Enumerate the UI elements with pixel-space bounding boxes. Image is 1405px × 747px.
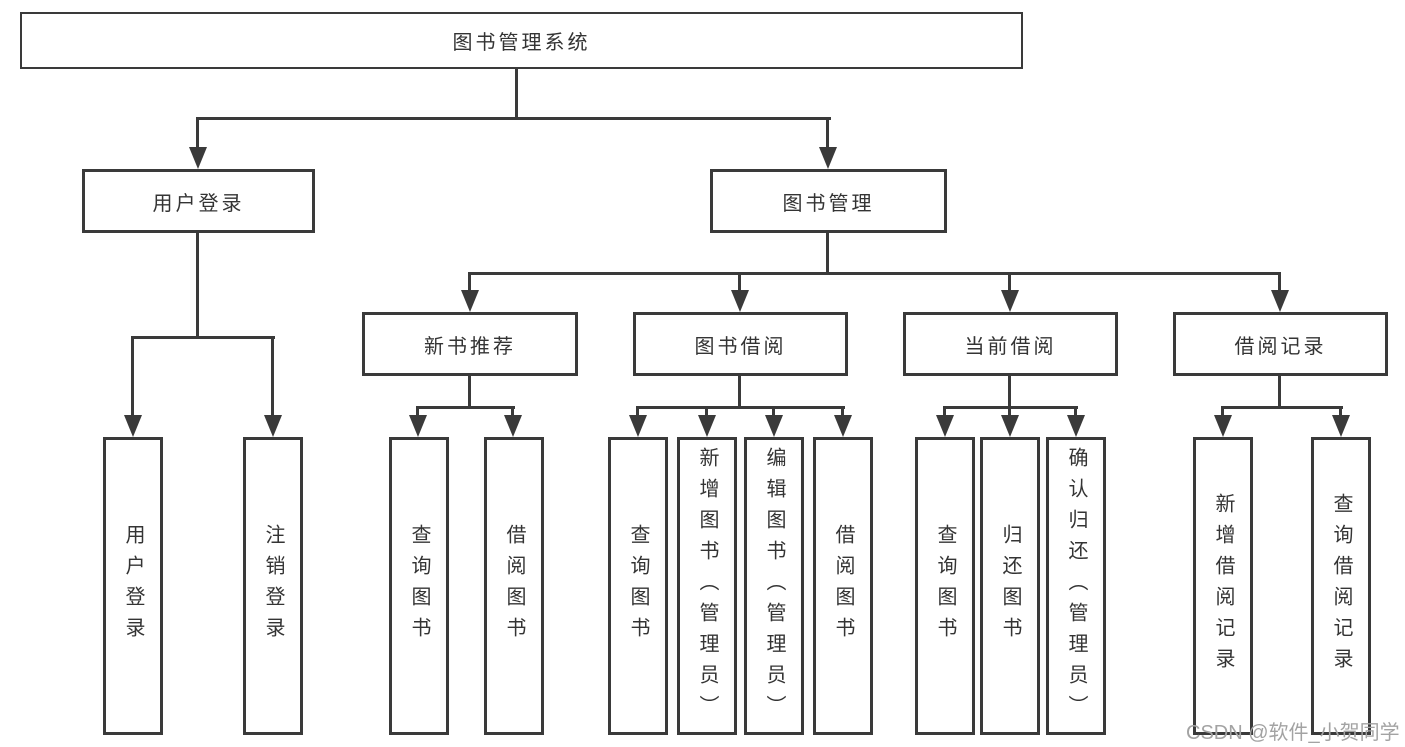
watermark: CSDN @软件_小贺同学	[1186, 722, 1400, 744]
connector-line	[841, 406, 844, 419]
node-borrow-records: 借阅记录	[1173, 312, 1388, 376]
leaf-label: 确认归还（管理员）	[1065, 446, 1087, 726]
node-label: 新书推荐	[424, 335, 516, 358]
node-label: 图书借阅	[694, 335, 787, 358]
arrow-down-icon	[409, 415, 427, 437]
connector-line	[943, 406, 946, 419]
leaf-label: 查询借阅记录	[1330, 493, 1352, 679]
node-new-book-recommend: 新书推荐	[362, 312, 578, 376]
arrow-down-icon	[1332, 415, 1350, 437]
connector-line	[468, 375, 471, 409]
connector-line	[1008, 375, 1011, 409]
leaf-add-borrow-record: 新增借阅记录	[1193, 437, 1253, 735]
connector-line	[772, 406, 775, 419]
arrow-down-icon	[1001, 415, 1019, 437]
connector-line	[468, 272, 1281, 275]
leaf-user-login: 用户登录	[103, 437, 163, 735]
arrow-down-icon	[1214, 415, 1232, 437]
arrow-down-icon	[124, 415, 142, 437]
node-book-borrow: 图书借阅	[633, 312, 848, 376]
leaf-label: 查询图书	[627, 524, 649, 648]
connector-line	[515, 68, 518, 120]
node-label: 当前借阅	[964, 335, 1057, 358]
leaf-borrow-books: 借阅图书	[813, 437, 873, 735]
arrow-down-icon	[819, 147, 837, 169]
connector-line	[1008, 406, 1011, 419]
connector-line	[826, 117, 829, 151]
node-label: 图书管理系统	[452, 32, 591, 54]
connector-line	[1008, 272, 1011, 294]
connector-line	[738, 272, 741, 294]
leaf-borrow-books-recommend: 借阅图书	[484, 437, 544, 735]
node-current-borrow: 当前借阅	[903, 312, 1118, 376]
connector-line	[197, 117, 831, 120]
connector-line	[1339, 406, 1342, 419]
arrow-down-icon	[189, 147, 207, 169]
connector-line	[1278, 272, 1281, 294]
connector-line	[1221, 406, 1224, 419]
connector-line	[826, 232, 829, 275]
arrow-down-icon	[834, 415, 852, 437]
connector-line	[511, 406, 514, 419]
leaf-label: 新增借阅记录	[1212, 493, 1234, 679]
arrow-down-icon	[1001, 290, 1019, 312]
arrow-down-icon	[461, 290, 479, 312]
leaf-label: 注销登录	[262, 524, 284, 648]
arrow-down-icon	[936, 415, 954, 437]
arrow-down-icon	[1271, 290, 1289, 312]
leaf-label: 用户登录	[122, 524, 144, 648]
connector-line	[1278, 375, 1281, 409]
leaf-return-books: 归还图书	[980, 437, 1040, 735]
leaf-logout: 注销登录	[243, 437, 303, 735]
node-library-management-system: 图书管理系统	[20, 12, 1023, 69]
leaf-label: 借阅图书	[503, 524, 525, 648]
node-label: 借阅记录	[1234, 335, 1327, 358]
leaf-confirm-return-admin: 确认归还（管理员）	[1046, 437, 1106, 735]
arrow-down-icon	[765, 415, 783, 437]
connector-line	[131, 336, 275, 339]
leaf-label: 编辑图书（管理员）	[763, 446, 785, 726]
connector-line	[131, 336, 134, 420]
arrow-down-icon	[264, 415, 282, 437]
connector-line	[636, 406, 845, 409]
connector-line	[1221, 406, 1343, 409]
leaf-edit-books-admin: 编辑图书（管理员）	[744, 437, 804, 735]
node-label: 用户登录	[152, 192, 245, 215]
connector-line	[196, 117, 199, 151]
connector-line	[636, 406, 639, 419]
connector-line	[416, 406, 515, 409]
arrow-down-icon	[731, 290, 749, 312]
leaf-label: 查询图书	[934, 524, 956, 648]
arrow-down-icon	[629, 415, 647, 437]
leaf-query-books-recommend: 查询图书	[389, 437, 449, 735]
connector-line	[738, 375, 741, 409]
arrow-down-icon	[504, 415, 522, 437]
leaf-label: 查询图书	[408, 524, 430, 648]
leaf-label: 归还图书	[999, 524, 1021, 648]
arrow-down-icon	[1067, 415, 1085, 437]
leaf-query-borrow-record: 查询借阅记录	[1311, 437, 1371, 735]
node-label: 图书管理	[782, 192, 875, 215]
leaf-label: 新增图书（管理员）	[696, 446, 718, 726]
node-book-management: 图书管理	[710, 169, 947, 233]
connector-line	[271, 336, 274, 420]
leaf-query-books-current: 查询图书	[915, 437, 975, 735]
connector-line	[196, 232, 199, 339]
leaf-label: 借阅图书	[832, 524, 854, 648]
connector-line	[468, 272, 471, 294]
connector-line	[416, 406, 419, 419]
connector-line	[1074, 406, 1077, 419]
node-user-login: 用户登录	[82, 169, 315, 233]
leaf-query-books-borrow: 查询图书	[608, 437, 668, 735]
leaf-add-books-admin: 新增图书（管理员）	[677, 437, 737, 735]
arrow-down-icon	[698, 415, 716, 437]
connector-line	[705, 406, 708, 419]
